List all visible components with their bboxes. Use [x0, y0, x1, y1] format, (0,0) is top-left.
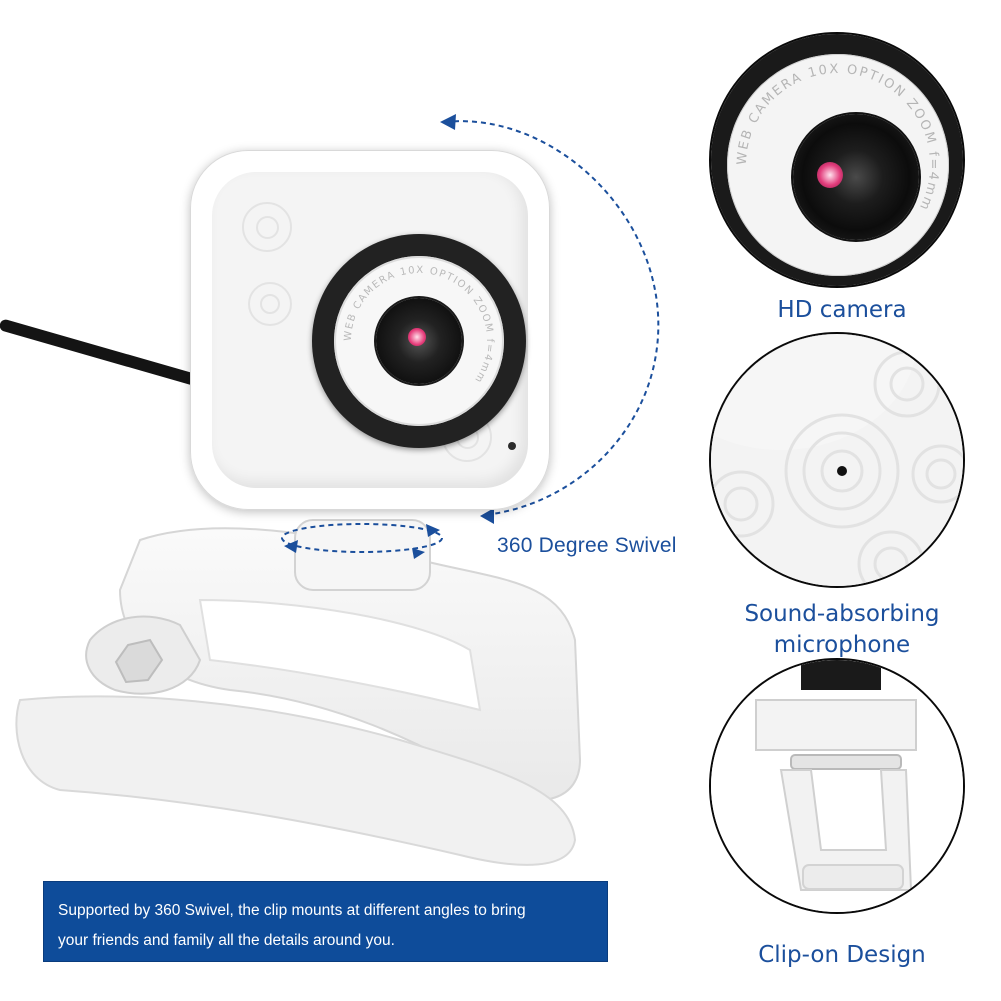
swirl-pattern-closeup: [711, 350, 963, 586]
lens-glass-closeup: [793, 114, 919, 240]
microphone-label-line-2: microphone: [773, 632, 911, 658]
microphone-label: Sound-absorbing microphone: [692, 599, 992, 661]
swirl-pattern: [248, 282, 292, 326]
lens-bezel-closeup: WEB CAMERA 10X OPTION ZOOM f=4mm: [727, 54, 949, 276]
clip-on-label: Clip-on Design: [758, 942, 926, 968]
hd-camera-label: HD camera: [777, 297, 907, 323]
microphone-label-line-1: Sound-absorbing: [744, 601, 940, 627]
camera-face: WEB CAMERA 10X OPTION ZOOM f=4mm: [212, 172, 528, 488]
lens-glass: [376, 298, 462, 384]
transparent-clip-mount: [15, 114, 660, 866]
lens-outer-ring: WEB CAMERA 10X OPTION ZOOM f=4mm: [312, 234, 526, 448]
swirl-pattern: [242, 202, 292, 252]
clip-closeup-illustration: [755, 660, 917, 891]
webcam-product-image: WEB CAMERA 10X OPTION ZOOM f=4mm 360 Deg…: [0, 114, 677, 866]
camera-body: WEB CAMERA 10X OPTION ZOOM f=4mm: [190, 150, 550, 510]
lens-glint-closeup: [817, 162, 843, 188]
microphone-closeup: [709, 332, 965, 588]
clip-on-closeup: [709, 658, 965, 914]
hd-camera-closeup: WEB CAMERA 10X OPTION ZOOM f=4mm: [709, 32, 965, 288]
lens-bezel: WEB CAMERA 10X OPTION ZOOM f=4mm: [334, 256, 504, 426]
caption-line-1: Supported by 360 Swivel, the clip mounts…: [58, 902, 526, 919]
microphone-hole: [508, 442, 516, 450]
caption-text: Supported by 360 Swivel, the clip mounts…: [58, 896, 598, 956]
lens-glint: [408, 328, 426, 346]
caption-line-2: your friends and family all the details …: [58, 932, 395, 949]
swivel-label: 360 Degree Swivel: [497, 534, 677, 557]
caption-box: Supported by 360 Swivel, the clip mounts…: [44, 882, 607, 961]
microphone-hole-closeup: [837, 466, 847, 476]
